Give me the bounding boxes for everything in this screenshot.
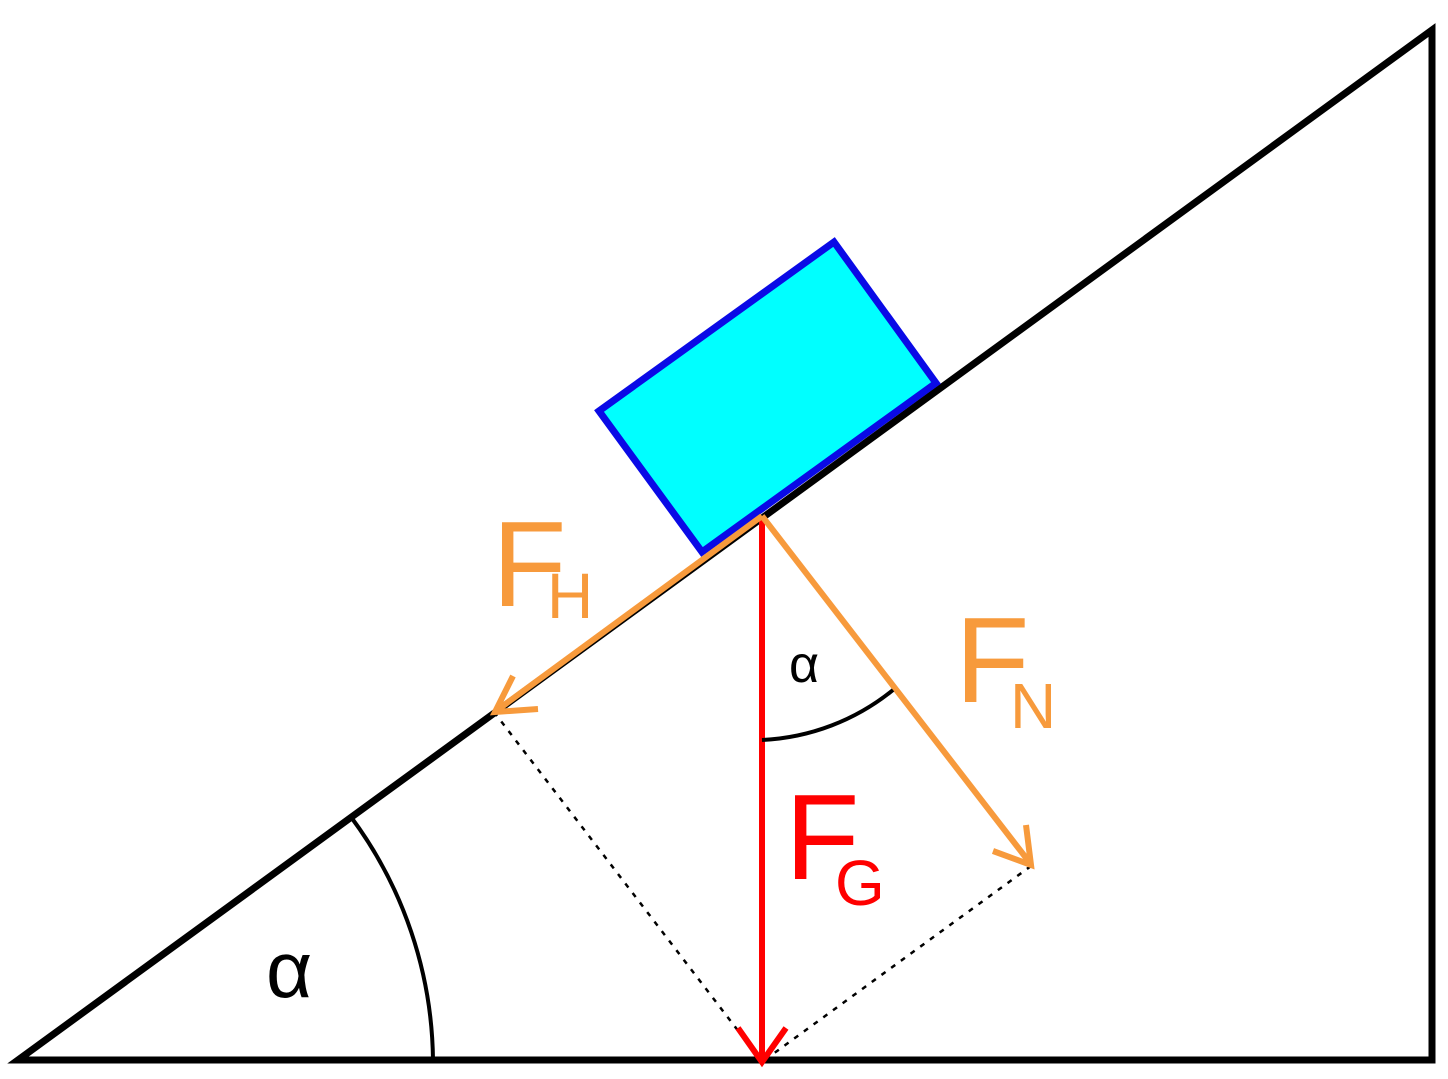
- gravity-force-label: F G: [785, 769, 885, 919]
- inner-angle-label: α: [789, 636, 819, 694]
- downhill-force-arrow: [489, 513, 764, 716]
- normal-force-label-main: F: [955, 592, 1030, 728]
- incline-angle-label: α: [266, 925, 312, 1014]
- construction-line-downhill: [493, 711, 763, 1063]
- construction-line-normal: [761, 864, 1032, 1064]
- gravity-force-arrow: [735, 516, 789, 1068]
- normal-force-label: F N: [955, 592, 1056, 742]
- incline-angle-arc: [349, 815, 435, 1061]
- downhill-force-label: F H: [492, 496, 593, 632]
- gravity-force-label-main: F: [785, 769, 860, 905]
- block: [594, 237, 941, 557]
- downhill-force-label-main: F: [492, 496, 567, 632]
- inner-angle-arc: [761, 688, 895, 742]
- normal-force-arrow: [759, 514, 1035, 870]
- normal-force-label-sub: N: [1010, 670, 1056, 742]
- downhill-force-label-sub: H: [547, 560, 593, 632]
- gravity-force-label-sub: G: [835, 847, 885, 919]
